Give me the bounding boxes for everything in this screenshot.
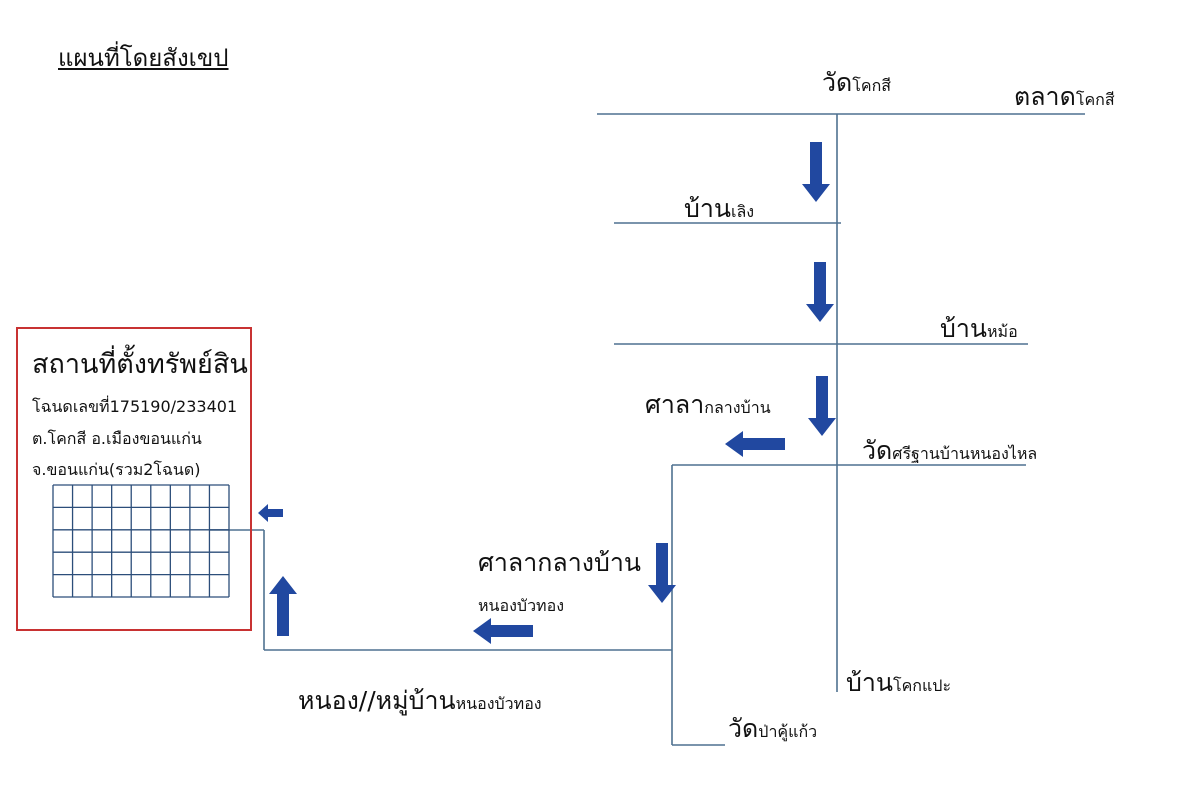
arrow-down-icon	[648, 543, 676, 603]
label-nong-village: หนอง//หมู่บ้านหนองบัวทอง	[298, 686, 542, 715]
arrow-up-icon	[269, 576, 297, 636]
label-ban-loeng: บ้านเลิง	[684, 194, 755, 223]
arrow-down-icon	[806, 262, 834, 322]
label-wat-khok-si: วัดโคกสี	[822, 68, 892, 97]
label-sala-nong-bua-thong: ศาลากลางบ้าน	[478, 548, 641, 577]
label-sala-klang-ban: ศาลากลางบ้าน	[645, 390, 771, 419]
subdistrict-district: ต.โคกสี อ.เมืองขอนแก่น	[32, 429, 202, 448]
arrow-down-icon	[802, 142, 830, 202]
label-talat-khok-si: ตลาดโคกสี	[1014, 82, 1115, 111]
label-ban-mo: บ้านหม้อ	[940, 314, 1018, 343]
province: จ.ขอนแก่น(รวม2โฉนด)	[32, 460, 201, 479]
arrow-down-icon	[808, 376, 836, 436]
deed-number: โฉนดเลขที่175190/233401	[32, 397, 238, 416]
label-wat-pa-khu-kaeo: วัดป่าคู้แก้ว	[728, 714, 818, 743]
label-wat-si-than: วัดศรีฐานบ้านหนองไหล	[862, 436, 1038, 465]
label-ban-khok-pae: บ้านโคกแปะ	[846, 668, 952, 697]
property-heading: สถานที่ตั้งทรัพย์สิน	[32, 349, 248, 380]
map-title: แผนที่โดยสังเขป	[58, 44, 229, 72]
property-location-box: สถานที่ตั้งทรัพย์สิน โฉนดเลขที่175190/23…	[16, 327, 252, 631]
arrow-left-icon	[258, 504, 283, 522]
label-nong-bua-thong: หนองบัวทอง	[478, 596, 565, 615]
arrow-left-icon	[473, 618, 533, 644]
land-plot-grid	[52, 484, 230, 598]
arrow-left-icon	[725, 431, 785, 457]
